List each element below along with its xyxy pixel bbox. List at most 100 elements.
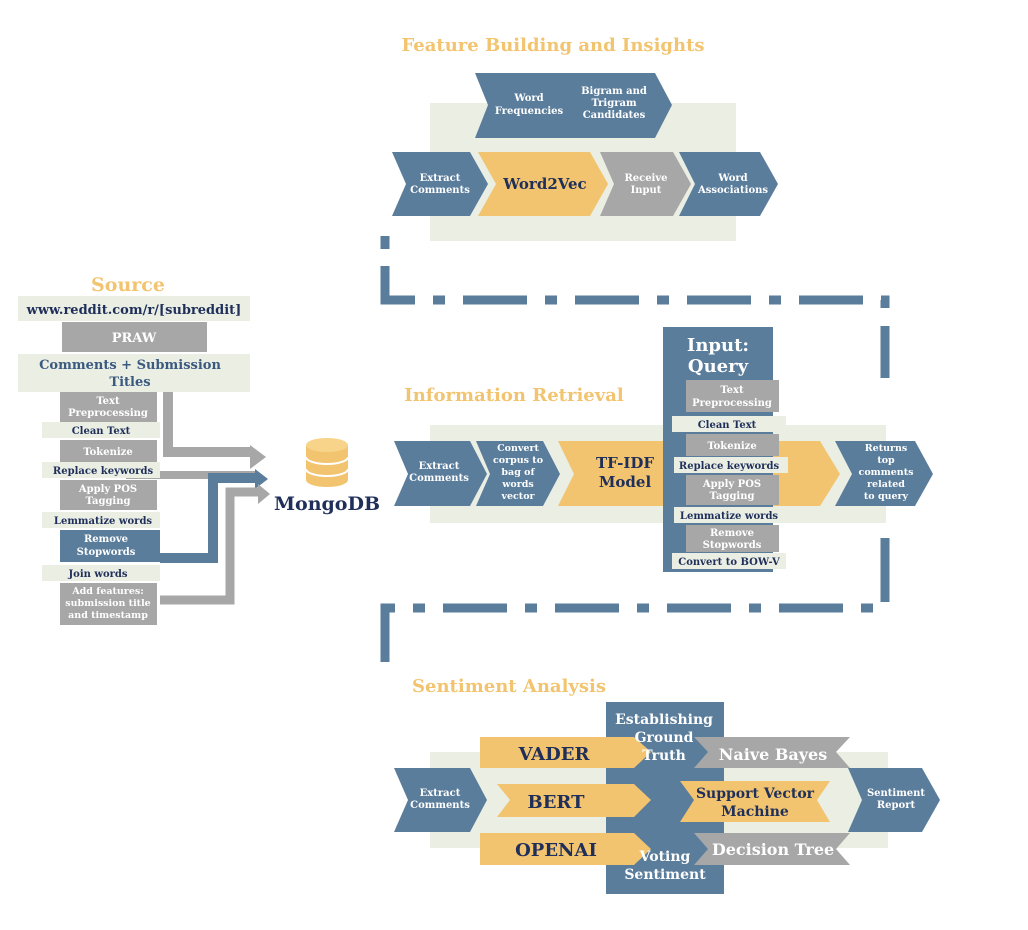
bigram-label: Bigram and bbox=[581, 86, 647, 97]
word-associations-label-2: Associations bbox=[697, 185, 768, 196]
praw-label: PRAW bbox=[112, 331, 157, 346]
chevron-sentiment-extract bbox=[394, 768, 487, 832]
query-replace-label: Replace keywords bbox=[679, 461, 780, 472]
query-title: Input: bbox=[687, 335, 749, 356]
comments-box bbox=[18, 354, 250, 392]
word-associations-label: Word bbox=[717, 173, 747, 184]
query-lemma-label: Lemmatize words bbox=[680, 511, 779, 522]
step-clean-text bbox=[42, 422, 160, 438]
ir-extract-label-2: Comments bbox=[409, 473, 469, 484]
word2vec-label: Word2Vec bbox=[502, 175, 586, 193]
step-add-features-label-3: and timestamp bbox=[68, 610, 148, 621]
feature-section: Feature Building and Insights Word Frequ… bbox=[392, 35, 778, 241]
step-apply-pos-label-2: Tagging bbox=[85, 496, 130, 507]
step-tokenize-label: Tokenize bbox=[83, 447, 132, 458]
step-remove-stopwords bbox=[60, 530, 160, 562]
chevron-word2vec bbox=[478, 152, 608, 216]
source-url-box bbox=[18, 296, 250, 321]
step-text-preprocessing bbox=[60, 392, 157, 422]
dash-feature-to-ir bbox=[380, 266, 890, 378]
chevron-decision-tree bbox=[694, 833, 850, 865]
query-text-label-2: Preprocessing bbox=[692, 398, 772, 409]
query-clean-label: Clean Text bbox=[698, 420, 757, 431]
connector-stopwords bbox=[160, 473, 255, 563]
query-column: Input: Query Text Preprocessing Clean Te… bbox=[663, 327, 788, 572]
voting-label-2: Sentiment bbox=[624, 867, 706, 883]
tfidf-label: TF-IDF bbox=[596, 454, 654, 472]
feature-extract-label-2: Comments bbox=[410, 185, 470, 196]
convert-label-3: bag of bbox=[501, 467, 535, 478]
step-add-features bbox=[60, 583, 157, 625]
returns-label-5: to query bbox=[864, 491, 909, 502]
query-clean-text bbox=[672, 416, 786, 432]
query-pos-label: Apply POS bbox=[702, 479, 761, 490]
returns-label: Returns bbox=[865, 443, 908, 454]
chevron-naive-bayes bbox=[694, 737, 850, 768]
dashed-connectors bbox=[380, 236, 890, 680]
sentiment-title: Sentiment Analysis bbox=[412, 676, 606, 697]
step-text-preprocessing-label: Text bbox=[96, 396, 120, 407]
query-lemmatize bbox=[674, 507, 788, 523]
query-remove-stopwords bbox=[686, 525, 779, 552]
query-title-2: Query bbox=[688, 356, 749, 377]
step-remove-stopwords-label: Remove bbox=[84, 534, 128, 545]
sentiment-section: Sentiment Analysis Extract Comments VADE… bbox=[394, 676, 940, 894]
receive-input-label-2: Input bbox=[631, 185, 662, 196]
step-join-words-label: Join words bbox=[67, 569, 127, 580]
connector-arrowhead bbox=[250, 445, 266, 469]
source-title: Source bbox=[91, 274, 165, 296]
query-convert-bow bbox=[672, 553, 786, 569]
sentiment-extract-label: Extract bbox=[420, 788, 461, 799]
step-clean-text-label: Clean Text bbox=[72, 426, 131, 437]
sentiment-report-label-2: Report bbox=[877, 800, 916, 811]
query-tokenize-label: Tokenize bbox=[707, 441, 756, 452]
database-icon bbox=[305, 438, 349, 487]
decision-tree-label: Decision Tree bbox=[712, 840, 834, 859]
chevron-convert-bow bbox=[476, 441, 560, 506]
chevron-word-associations bbox=[679, 152, 778, 216]
praw-box bbox=[62, 322, 207, 352]
chevron-returns-top bbox=[835, 441, 933, 506]
chevron-ir-extract bbox=[394, 441, 487, 506]
feature-extract-label: Extract bbox=[420, 173, 461, 184]
chevron-word-frequencies bbox=[475, 73, 583, 138]
step-lemmatize-label: Lemmatize words bbox=[54, 516, 153, 527]
connector-arrowhead-blue bbox=[255, 469, 268, 489]
chevron-bert bbox=[497, 784, 651, 817]
step-join-words bbox=[42, 565, 160, 581]
svm-label-2: Machine bbox=[721, 804, 789, 820]
query-bow-label: Convert to BOW-V bbox=[678, 557, 780, 568]
svm-label: Support Vector bbox=[696, 786, 815, 802]
ir-extract-label: Extract bbox=[419, 461, 460, 472]
bert-label: BERT bbox=[528, 792, 586, 813]
query-stop-label: Remove bbox=[710, 528, 754, 539]
query-apply-pos bbox=[686, 475, 779, 505]
convert-label: Convert bbox=[497, 443, 539, 454]
step-add-features-label-2: submission title bbox=[65, 598, 150, 609]
mongodb-node: MongoDB bbox=[274, 438, 380, 515]
openai-label: OPENAI bbox=[515, 840, 597, 861]
query-stop-label-2: Stopwords bbox=[703, 540, 762, 551]
comments-label-1: Comments + Submission bbox=[39, 358, 221, 373]
convert-label-5: vector bbox=[500, 491, 535, 502]
connector-arrowhead-gray bbox=[258, 484, 270, 504]
step-add-features-label: Add features: bbox=[71, 586, 143, 597]
ground-truth-label-2: Ground bbox=[635, 730, 694, 746]
ir-section: Information Retrieval Extract Comments C… bbox=[394, 327, 933, 572]
step-tokenize bbox=[60, 440, 157, 462]
step-lemmatize bbox=[42, 512, 160, 528]
step-apply-pos bbox=[60, 480, 157, 510]
chevron-svm bbox=[680, 781, 830, 822]
voting-label: Voting bbox=[639, 849, 691, 865]
query-replace-keywords bbox=[674, 457, 788, 473]
connector-comments bbox=[163, 392, 250, 457]
query-tokenize bbox=[686, 434, 779, 456]
chevron-sentiment-report bbox=[848, 768, 940, 832]
convert-label-2: corpus to bbox=[493, 455, 543, 466]
returns-label-3: comments bbox=[859, 467, 914, 478]
returns-label-2: top bbox=[877, 455, 895, 466]
ir-title: Information Retrieval bbox=[404, 385, 624, 406]
source-section: Source www.reddit.com/r/[subreddit] PRAW… bbox=[18, 274, 270, 625]
ground-truth-label-3: Truth bbox=[642, 748, 686, 764]
